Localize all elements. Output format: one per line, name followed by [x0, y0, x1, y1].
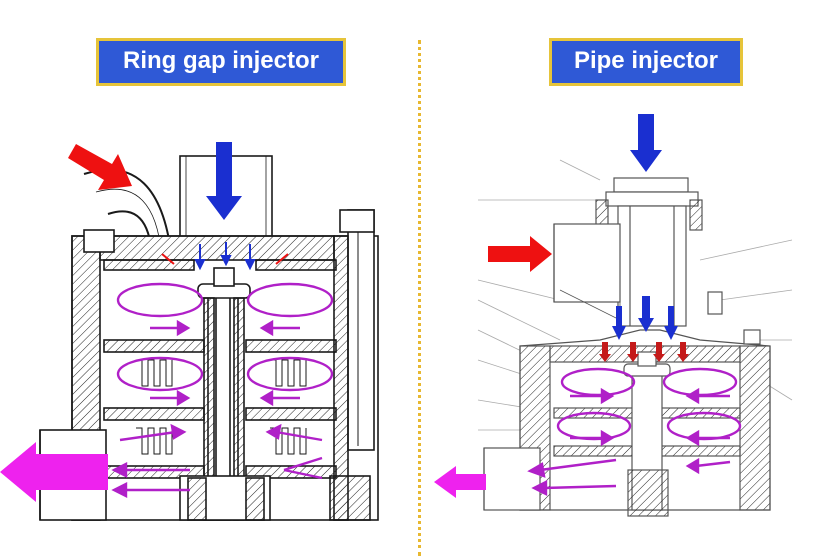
panel-divider	[418, 40, 421, 556]
pipe-injector-title: Pipe injector	[549, 38, 743, 86]
pipe-injector-flow-arrows	[434, 114, 742, 498]
ring-gap-pump-drawing	[39, 155, 379, 521]
ring-gap-injector-title: Ring gap injector	[96, 38, 346, 86]
ring-gap-flow-arrows	[0, 142, 334, 502]
pipe-injector-pump-drawing	[477, 159, 793, 517]
